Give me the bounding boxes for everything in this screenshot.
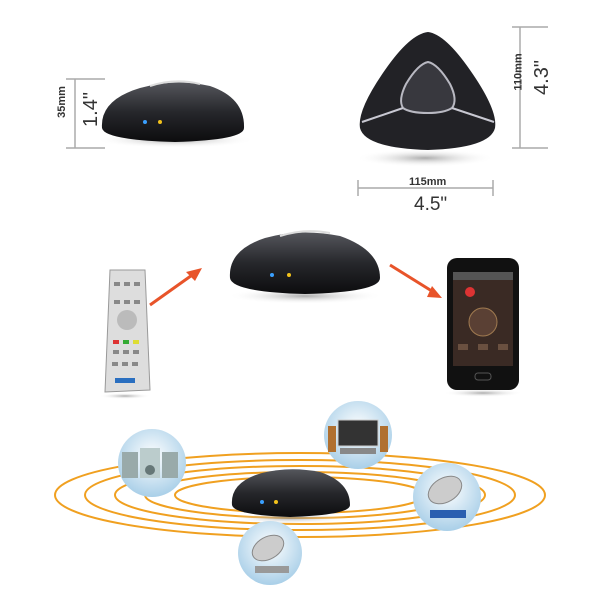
depth-dimension-line [512, 26, 548, 149]
satellite-dish-icon [238, 521, 302, 585]
depth-mm-label: 110mm [512, 53, 525, 91]
satellite-dish-icon [413, 463, 481, 531]
device-top-view [355, 32, 496, 167]
speaker-system-icon [118, 429, 186, 497]
width-dimension-line [357, 180, 494, 196]
device-bottom [230, 469, 350, 524]
height-mm-label: 35mm [55, 86, 68, 118]
depth-in-label: 4.3" [530, 60, 553, 95]
television-icon [324, 401, 392, 469]
led-blue [143, 120, 147, 124]
smartphone-icon [443, 258, 523, 397]
arrow-remote-to-device [149, 268, 202, 307]
width-in-label: 4.5" [414, 194, 448, 215]
width-mm-label: 115mm [409, 176, 447, 188]
height-dimension-line [66, 78, 105, 149]
arrow-device-to-phone [389, 263, 442, 298]
height-in-label: 1.4" [79, 92, 102, 127]
device-side-view [95, 80, 255, 148]
ir-remote-control-icon [99, 269, 151, 399]
device-center [227, 230, 383, 304]
led-yellow [158, 120, 162, 124]
